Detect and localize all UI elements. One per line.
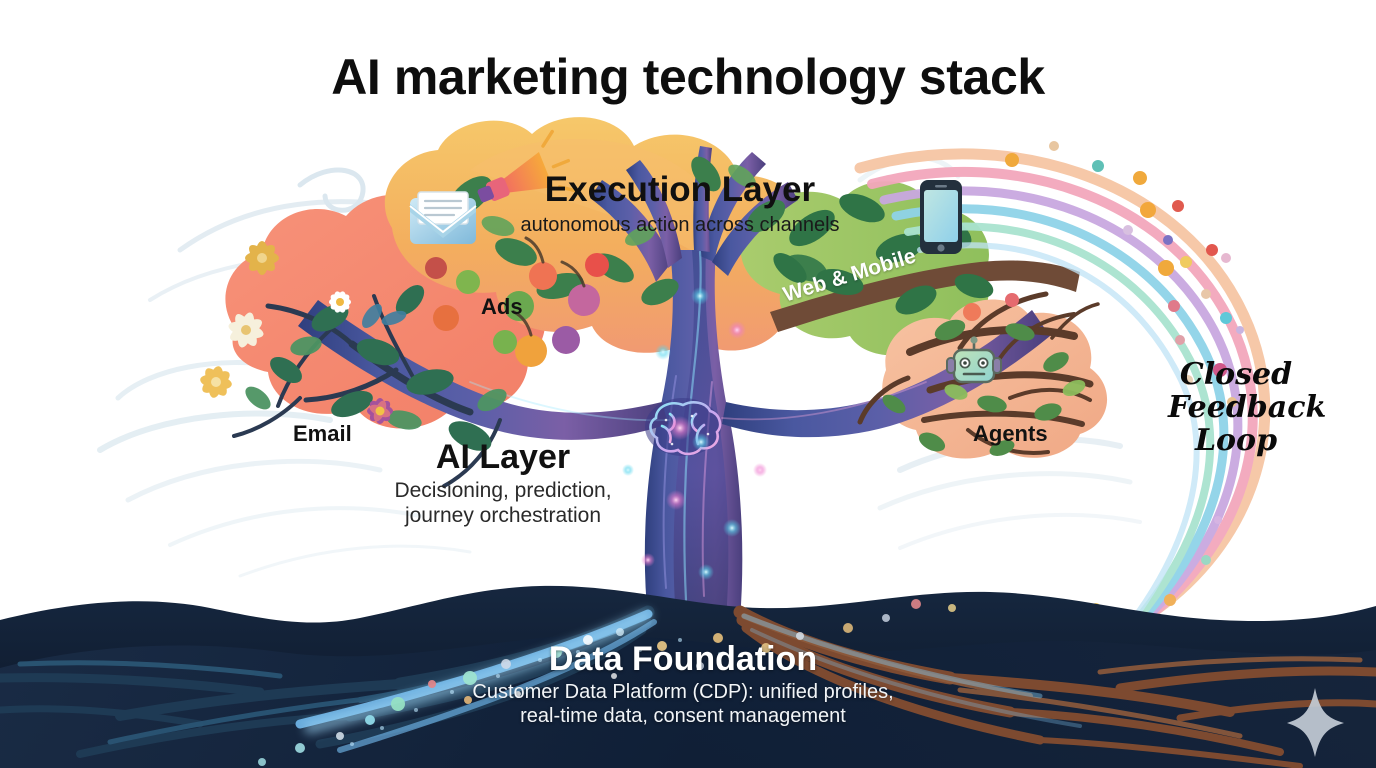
- ai-layer-block: AI Layer Decisioning, prediction, journe…: [338, 438, 668, 529]
- loop-line-1: Closed: [1179, 357, 1293, 392]
- ai-layer-title: AI Layer: [435, 438, 571, 476]
- brain-icon: [645, 398, 722, 456]
- flower: [329, 291, 351, 313]
- page-title: AI marketing technology stack: [331, 49, 1045, 105]
- closed-feedback-loop-label: Closed Feedback Loop: [1168, 357, 1327, 458]
- tree-trunk: [298, 146, 1050, 620]
- foliage-center: [425, 156, 828, 367]
- flower: [245, 241, 279, 275]
- data-foundation-subtitle-line1: Customer Data Platform (CDP): unified pr…: [472, 680, 894, 703]
- execution-layer-title: Execution Layer: [544, 170, 816, 209]
- feedback-loop-dots: [1005, 141, 1244, 654]
- channel-label-agents: Agents: [973, 421, 1048, 446]
- feedback-loop-ribbons: [854, 148, 1271, 681]
- trunk-sparkles: [622, 287, 767, 580]
- envelope-icon: [409, 191, 477, 244]
- execution-layer-subtitle: autonomous action across channels: [520, 213, 840, 236]
- flower: [228, 312, 264, 348]
- fruit: [425, 253, 609, 367]
- channel-label-ads: Ads: [481, 294, 523, 319]
- robot-icon: [946, 336, 1002, 384]
- execution-layer-block: Execution Layer autonomous action across…: [430, 170, 930, 237]
- flower: [367, 398, 393, 424]
- megaphone-icon: [477, 129, 578, 203]
- branches-right: [770, 260, 1100, 456]
- smartphone-icon: [920, 180, 962, 254]
- sparkle-icon: [1287, 688, 1344, 757]
- channel-label-email: Email: [293, 421, 352, 446]
- data-foundation-subtitle-line2: real-time data, consent management: [520, 705, 846, 728]
- roots: [0, 605, 1376, 768]
- foliage-left: [200, 241, 507, 451]
- loop-line-2: Feedback: [1168, 390, 1327, 425]
- data-particles: [258, 599, 956, 766]
- data-foundation-block: Data Foundation Customer Data Platform (…: [418, 640, 948, 729]
- flower: [200, 366, 232, 398]
- ai-layer-subtitle-line1: Decisioning, prediction,: [394, 478, 612, 502]
- data-foundation-title: Data Foundation: [548, 640, 818, 678]
- wind-swirls-left: [97, 167, 472, 578]
- data-foundation-subtitle: Customer Data Platform (CDP): unified pr…: [418, 680, 948, 729]
- loop-line-3: Loop: [1194, 423, 1278, 458]
- ai-layer-subtitle: Decisioning, prediction, journey orchest…: [338, 478, 668, 529]
- foliage-right-green: [773, 193, 994, 315]
- ai-layer-subtitle-line2: journey orchestration: [404, 504, 602, 528]
